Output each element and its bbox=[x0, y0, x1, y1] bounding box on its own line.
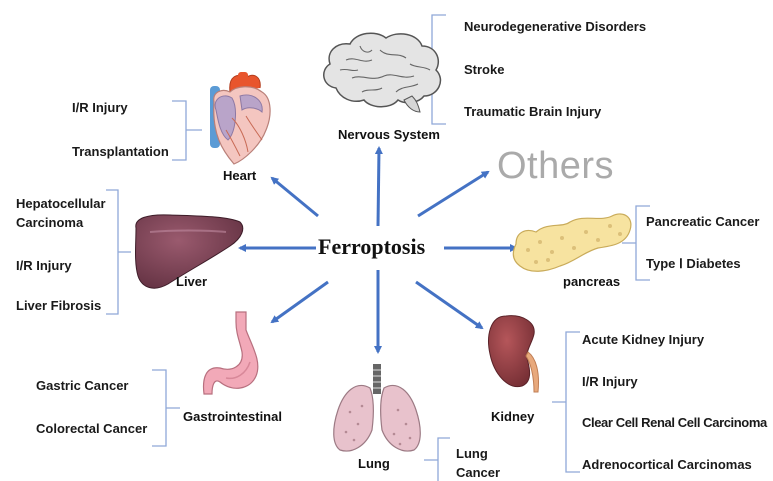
organ-label-gastro: Gastrointestinal bbox=[183, 409, 282, 424]
organ-label-lung: Lung bbox=[358, 456, 390, 471]
heart-illustration bbox=[210, 72, 270, 164]
pancreas-disease-item: Type Ⅰ Diabetes bbox=[646, 256, 741, 272]
liver-disease-item: Liver Fibrosis bbox=[16, 298, 101, 314]
bracket-lung bbox=[424, 438, 450, 481]
liver-disease-item: Hepatocellular bbox=[16, 196, 106, 212]
arrow-to-kidney bbox=[416, 282, 482, 328]
arrow-to-heart bbox=[272, 178, 318, 216]
pancreas-disease-item: Pancreatic Cancer bbox=[646, 214, 759, 230]
heart-disease-item: I/R Injury bbox=[72, 100, 128, 116]
kidney-disease-item: I/R Injury bbox=[582, 374, 638, 390]
brain-illustration bbox=[324, 33, 441, 112]
heart-disease-item: Transplantation bbox=[72, 144, 169, 160]
pancreas-illustration bbox=[513, 214, 631, 271]
others-label: Others bbox=[497, 145, 614, 188]
kidney-disease-item: Adrenocortical Carcinomas bbox=[582, 457, 752, 473]
organ-label-kidney: Kidney bbox=[491, 409, 534, 424]
bracket-liver bbox=[106, 190, 131, 314]
organ-label-pancreas: pancreas bbox=[563, 274, 620, 289]
nervous-disease-item: Stroke bbox=[464, 62, 504, 78]
organ-label-heart: Heart bbox=[223, 168, 256, 183]
kidney-illustration bbox=[489, 316, 539, 392]
arrow-to-others bbox=[418, 172, 488, 216]
lung-disease-item: Cancer bbox=[456, 465, 500, 481]
arrow-to-nervous bbox=[378, 148, 379, 226]
gastro-disease-item: Colorectal Cancer bbox=[36, 421, 147, 437]
bracket-kidney bbox=[552, 332, 580, 472]
kidney-disease-item: Acute Kidney Injury bbox=[582, 332, 704, 348]
organ-label-liver: Liver bbox=[176, 274, 207, 289]
organ-label-nervous: Nervous System bbox=[338, 127, 440, 142]
bracket-gastro bbox=[152, 370, 180, 446]
kidney-disease-item: Clear Cell Renal Cell Carcinoma bbox=[582, 415, 767, 431]
center-label: Ferroptosis bbox=[318, 234, 425, 260]
arrow-to-gastro bbox=[272, 282, 328, 322]
nervous-disease-item: Traumatic Brain Injury bbox=[464, 104, 601, 120]
liver-disease-item: Carcinoma bbox=[16, 215, 83, 231]
lungs-illustration bbox=[334, 364, 421, 451]
bracket-heart bbox=[172, 101, 202, 160]
stomach-illustration bbox=[204, 312, 258, 394]
lung-disease-item: Lung bbox=[456, 446, 488, 462]
gastro-disease-item: Gastric Cancer bbox=[36, 378, 129, 394]
liver-disease-item: I/R Injury bbox=[16, 258, 72, 274]
nervous-disease-item: Neurodegenerative Disorders bbox=[464, 19, 646, 35]
